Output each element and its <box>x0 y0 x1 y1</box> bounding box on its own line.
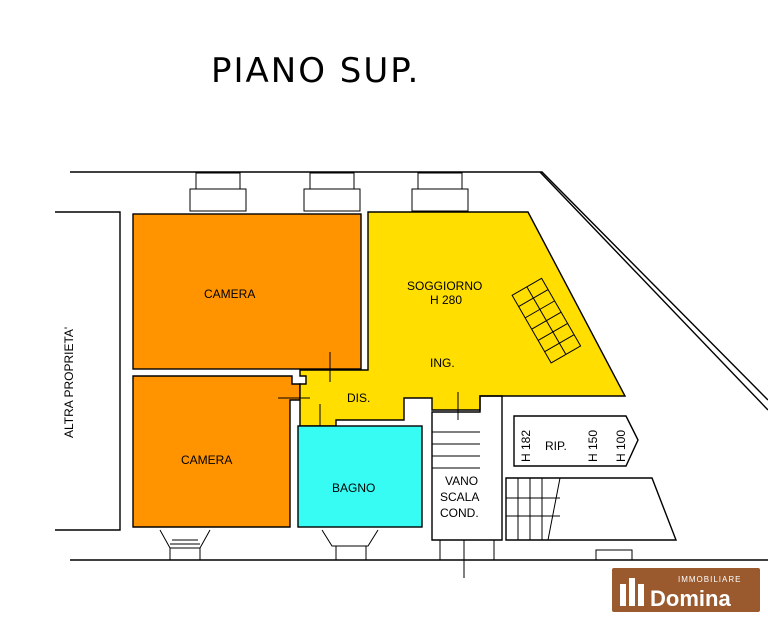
interior-stair <box>511 277 582 364</box>
camera-bottom-room <box>132 375 301 528</box>
disimpegno-label: DIS. <box>347 391 370 405</box>
logo-subtitle: IMMOBILIARE <box>678 575 741 584</box>
vano-scala <box>431 395 503 560</box>
vano-scala-line1: VANO <box>445 474 478 488</box>
plan-title: PIANO SUP. <box>211 51 420 91</box>
camera-bottom-label: CAMERA <box>181 453 232 467</box>
vano-scala-line2: SCALA <box>440 490 479 504</box>
vano-scala-line3: COND. <box>440 506 479 520</box>
lower-stair <box>505 477 678 541</box>
agency-logo: IMMOBILIARE Domina <box>612 568 760 612</box>
soggiorno-label: SOGGIORNO <box>407 279 482 293</box>
height-100: H 100 <box>614 430 628 462</box>
camera-top-label: CAMERA <box>204 287 255 301</box>
logo-name: Domina <box>650 586 731 611</box>
altra-proprieta-label: ALTRA PROPRIETA' <box>62 327 76 438</box>
ripostiglio-room <box>513 415 639 467</box>
camera-top-room <box>132 213 362 370</box>
height-150: H 150 <box>586 430 600 462</box>
bagno-label: BAGNO <box>332 481 375 495</box>
bagno-room <box>297 425 423 528</box>
ingresso-label: ING. <box>430 356 455 370</box>
height-182: H 182 <box>519 430 533 462</box>
ripostiglio-label: RIP. <box>545 439 567 453</box>
soggiorno-height: H 280 <box>430 293 462 307</box>
windows-bottom <box>159 529 633 561</box>
windows-top <box>189 172 469 212</box>
